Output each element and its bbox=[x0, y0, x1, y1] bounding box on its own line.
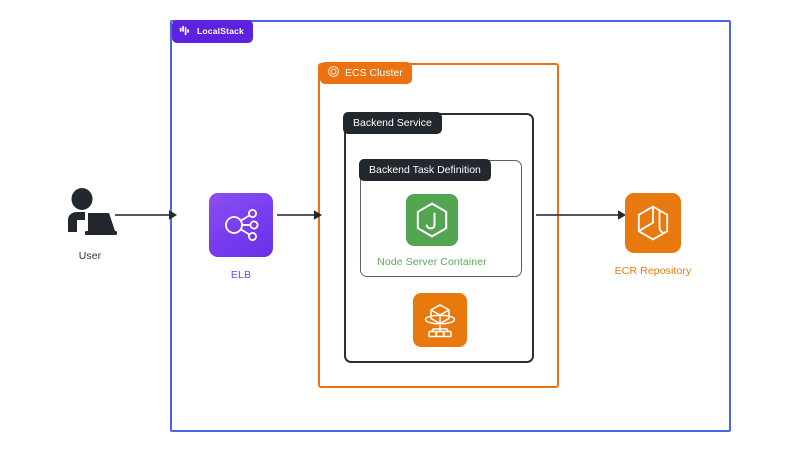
ecs-task-icon bbox=[413, 293, 467, 347]
ecs-cluster-icon bbox=[327, 65, 340, 81]
user-at-laptop-icon bbox=[62, 186, 118, 238]
node-ecr-repository: ECR Repository bbox=[615, 193, 691, 277]
localstack-badge-label: LocalStack bbox=[197, 26, 244, 37]
nodejs-icon bbox=[406, 194, 458, 246]
localstack-logo-icon bbox=[179, 24, 192, 39]
backend-service-badge-label: Backend Service bbox=[353, 116, 432, 129]
arrow-user-to-elb bbox=[115, 209, 177, 221]
node-elb: ELB bbox=[209, 193, 273, 281]
node-node-server-label: Node Server Container bbox=[377, 256, 487, 268]
node-ecs-task bbox=[413, 293, 467, 347]
node-node-server: Node Server Container bbox=[377, 194, 487, 268]
localstack-badge: LocalStack bbox=[172, 20, 253, 43]
backend-task-definition-badge: Backend Task Definition bbox=[359, 159, 491, 181]
arrow-elb-to-ecs bbox=[277, 209, 322, 221]
ecr-repository-icon bbox=[625, 193, 681, 253]
ecs-cluster-badge: ECS Cluster bbox=[320, 62, 412, 84]
localstack-boundary bbox=[170, 20, 731, 432]
node-user: User bbox=[47, 186, 133, 262]
elastic-load-balancer-icon bbox=[209, 193, 273, 257]
node-user-label: User bbox=[78, 250, 102, 262]
ecs-cluster-boundary bbox=[318, 63, 559, 388]
backend-service-badge: Backend Service bbox=[343, 112, 442, 134]
node-ecr-repository-label: ECR Repository bbox=[614, 265, 692, 277]
ecs-cluster-badge-label: ECS Cluster bbox=[345, 66, 403, 79]
arrow-service-to-ecr bbox=[536, 209, 626, 221]
node-elb-label: ELB bbox=[230, 269, 252, 281]
backend-task-definition-badge-label: Backend Task Definition bbox=[369, 163, 481, 176]
